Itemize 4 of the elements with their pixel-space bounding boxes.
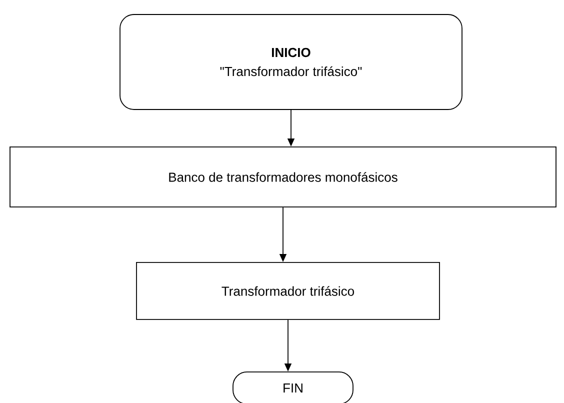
start-terminal: INICIO "Transformador trifásico" bbox=[120, 14, 462, 110]
process-box: Banco de transformadores monofásicos bbox=[10, 146, 556, 208]
end-terminal: FIN bbox=[232, 372, 354, 403]
process-box: Transformador trifásico bbox=[136, 262, 440, 320]
